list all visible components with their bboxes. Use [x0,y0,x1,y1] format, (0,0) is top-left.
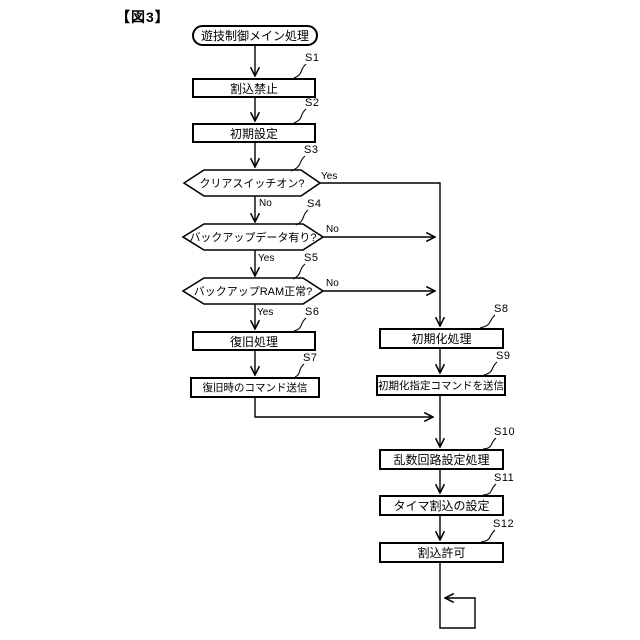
process-s11-label: タイマ割込の設定 [393,499,490,513]
leader-s1 [293,63,307,79]
branch-s4-yes: Yes [258,253,275,264]
step-id-s2: S2 [305,97,320,109]
process-s1-label: 割込禁止 [229,81,278,96]
process-s12-box: 割込許可 [379,542,504,563]
step-id-s7: S7 [303,352,318,364]
process-s2-label: 初期設定 [229,126,278,141]
process-s10-box: 乱数回路設定処理 [379,449,504,470]
decision-s4-shape [181,223,325,251]
leader-s7 [294,363,305,378]
start-terminal: 遊技制御メイン処理 [192,25,318,46]
step-id-s8: S8 [494,303,509,315]
figure-title: 【図3】 [116,9,170,25]
process-s8-box: 初期化処理 [379,328,504,349]
process-s8-label: 初期化処理 [411,332,472,346]
step-id-s5: S5 [304,252,319,264]
branch-s5-yes: Yes [257,307,274,318]
leader-s5 [292,263,306,280]
process-s2-box: 初期設定 [192,123,316,143]
step-id-s12: S12 [493,518,515,530]
leader-s10 [482,437,497,450]
decision-s3-label: クリアスイッチオン? [199,178,305,190]
leader-s4 [295,209,309,226]
step-id-s4: S4 [307,198,322,210]
leader-s12 [480,529,496,543]
step-id-s10: S10 [494,426,516,438]
process-s10-label: 乱数回路設定処理 [393,453,490,467]
step-id-s11: S11 [494,472,515,484]
process-s9-label: 初期化指定コマンドを送信 [378,380,504,392]
leader-s11 [482,483,497,496]
leader-s8 [479,314,496,329]
decision-s4-label: バックアップデータ有り? [189,232,317,244]
process-s1-box: 割込禁止 [192,78,316,98]
leader-s9 [483,361,498,376]
connector-s7-to-trunk [254,398,433,417]
process-s6-box: 復旧処理 [192,331,316,351]
process-s7-label: 復旧時のコマンド送信 [202,382,308,394]
connector-s3-yes-to-s8 [320,182,440,326]
leader-s2 [293,108,307,124]
step-id-s1: S1 [305,52,320,64]
branch-s3-yes: Yes [321,171,338,182]
decision-s3-shape [182,169,322,197]
leader-s6 [293,317,307,332]
decision-s5-label: バックアップRAM正常? [193,286,313,298]
branch-s4-no: No [326,224,339,235]
leader-s3 [290,155,306,172]
process-s7-box: 復旧時のコマンド送信 [190,377,320,398]
process-s6-label: 復旧処理 [229,334,278,349]
branch-s5-no: No [326,278,339,289]
step-id-s6: S6 [305,306,320,318]
process-s12-label: 割込許可 [417,546,466,560]
process-s9-box: 初期化指定コマンドを送信 [376,375,506,396]
process-s11-box: タイマ割込の設定 [379,495,504,516]
branch-s3-no: No [259,198,272,209]
decision-s5-shape [181,277,325,305]
connector-s12-loop [439,563,476,629]
step-id-s9: S9 [496,350,511,362]
start-terminal-label: 遊技制御メイン処理 [200,29,309,43]
step-id-s3: S3 [304,144,319,156]
